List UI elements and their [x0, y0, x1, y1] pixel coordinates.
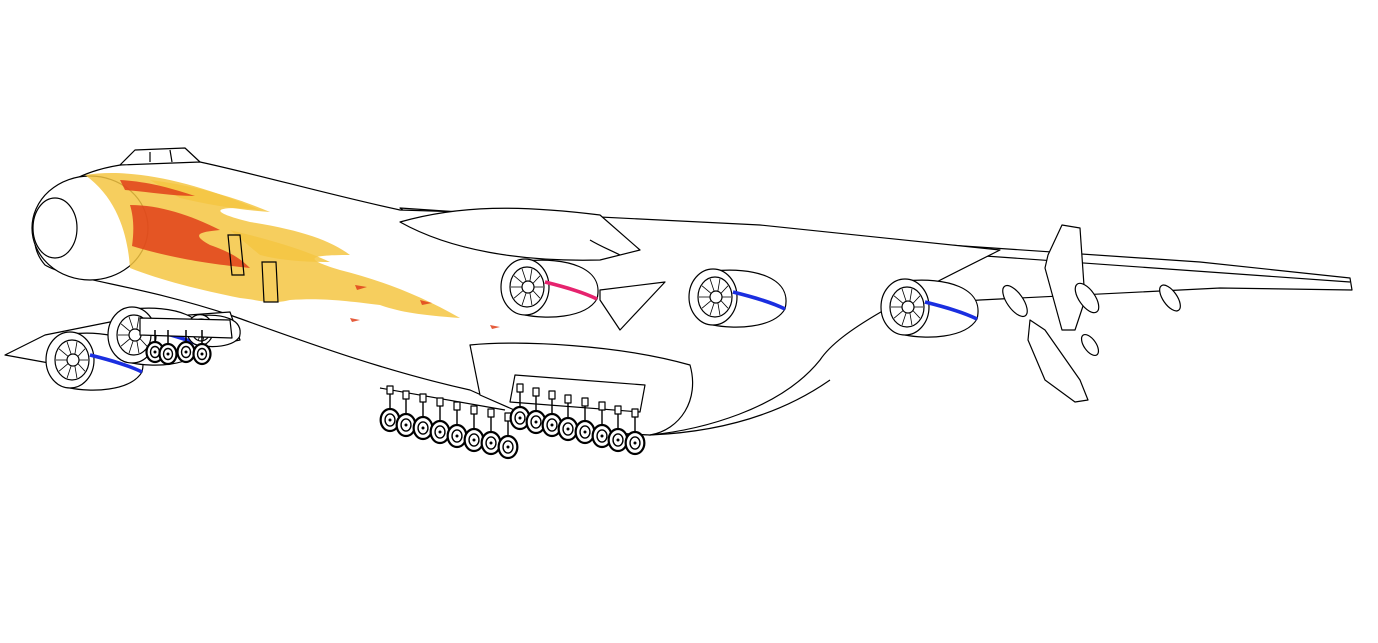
wheel	[509, 405, 531, 431]
engine-stripe	[732, 290, 786, 311]
wheel	[463, 427, 485, 453]
wheel	[624, 430, 646, 456]
wheel	[192, 342, 212, 366]
wheel	[379, 407, 401, 433]
wheel	[158, 342, 178, 366]
wheel	[541, 412, 563, 438]
engine-stripe	[924, 300, 978, 321]
wheel	[497, 434, 519, 460]
engine-stripe	[89, 353, 143, 374]
main-landing-gear	[379, 383, 646, 460]
wheel	[607, 427, 629, 453]
wheel	[446, 423, 468, 449]
engine-nacelle	[500, 258, 599, 318]
tail-fin	[1044, 224, 1086, 331]
wheel	[557, 416, 579, 442]
flame-livery	[85, 173, 500, 329]
wheel	[412, 415, 434, 441]
engine-nacelle	[880, 278, 979, 338]
wheel	[480, 430, 502, 456]
nose-landing-gear	[139, 317, 233, 366]
horizontal-stabilizer	[1027, 319, 1089, 403]
cockpit	[119, 147, 201, 166]
wheel	[591, 423, 613, 449]
wheel	[429, 419, 451, 445]
wheel	[395, 412, 417, 438]
wheel	[176, 340, 196, 364]
engine-nacelle	[688, 268, 787, 328]
engine-stripe	[544, 280, 598, 301]
wheel	[574, 419, 596, 445]
